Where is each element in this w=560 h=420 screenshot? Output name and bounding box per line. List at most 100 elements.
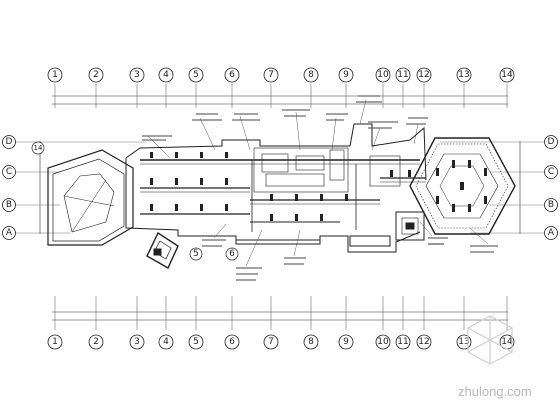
axis-bubble-top: 3 xyxy=(129,67,145,83)
svg-text:8: 8 xyxy=(308,337,314,347)
column-axis-bottom: 1 2 3 4 5 6 7 8 9 10 11 12 13 14 xyxy=(47,334,515,350)
svg-text:9: 9 xyxy=(343,70,349,80)
svg-text:8: 8 xyxy=(308,70,314,80)
axis-bubble-bottom: 4 xyxy=(158,334,174,350)
axis-bubble-inner: 6 xyxy=(225,247,239,261)
axis-bubble-bottom: 9 xyxy=(338,334,354,350)
hexagon-logo-icon xyxy=(467,315,513,365)
axis-bubble-bottom: 8 xyxy=(303,334,319,350)
axis-bubble-top: 7 xyxy=(263,67,279,83)
duct-network xyxy=(140,159,426,232)
axis-bubble-top: 10 xyxy=(375,67,391,83)
svg-text:12: 12 xyxy=(418,70,429,80)
axis-bubble-left: A xyxy=(2,226,16,240)
svg-text:7: 7 xyxy=(268,337,274,347)
svg-text:12: 12 xyxy=(418,337,429,347)
annotation-notes xyxy=(142,95,498,281)
axis-bubble-right: D xyxy=(544,135,558,149)
svg-text:1: 1 xyxy=(52,70,58,80)
column-axis-inner: 5 6 14 xyxy=(31,141,239,261)
svg-text:B: B xyxy=(6,200,12,210)
axis-bubble-bottom: 10 xyxy=(375,334,391,350)
central-mechanical-room xyxy=(253,147,401,193)
axis-bubble-right: B xyxy=(544,198,558,212)
svg-text:3: 3 xyxy=(134,70,140,80)
svg-text:5: 5 xyxy=(193,249,199,259)
svg-text:11: 11 xyxy=(397,70,408,80)
svg-text:D: D xyxy=(6,137,13,147)
axis-bubble-bottom: 7 xyxy=(263,334,279,350)
axis-bubble-top: 14 xyxy=(499,67,515,83)
row-axis-left: D C B A xyxy=(2,135,16,240)
svg-text:13: 13 xyxy=(458,337,469,347)
axis-bubble-top: 4 xyxy=(158,67,174,83)
axis-bubble-top: 12 xyxy=(416,67,432,83)
air-diffusers xyxy=(150,152,487,221)
svg-text:14: 14 xyxy=(501,337,513,347)
left-hexagon-room xyxy=(47,149,134,246)
axis-bubble-top: 13 xyxy=(456,67,472,83)
axis-bubble-bottom: 11 xyxy=(395,334,411,350)
svg-text:C: C xyxy=(6,167,12,177)
svg-text:6: 6 xyxy=(229,70,235,80)
svg-text:4: 4 xyxy=(163,337,169,347)
axis-bubble-right: C xyxy=(544,165,558,179)
right-hexagon-room xyxy=(409,137,516,235)
svg-text:9: 9 xyxy=(343,337,349,347)
svg-text:14: 14 xyxy=(34,144,43,152)
axis-bubble-bottom: 2 xyxy=(88,334,104,350)
svg-text:2: 2 xyxy=(93,70,99,80)
row-axis-right: D C B A xyxy=(544,135,558,240)
axis-bubble-bottom: 12 xyxy=(416,334,432,350)
svg-text:14: 14 xyxy=(501,70,513,80)
row-axis-lines xyxy=(14,141,546,234)
svg-text:A: A xyxy=(6,228,13,238)
axis-bubble-bottom: 5 xyxy=(188,334,204,350)
svg-text:C: C xyxy=(548,167,554,177)
axis-bubble-bottom: 13 xyxy=(456,334,472,350)
axis-bubble-left: D xyxy=(2,135,16,149)
axis-bubble-inner: 5 xyxy=(189,247,203,261)
axis-bubble-left: C xyxy=(2,165,16,179)
annotation-leaders xyxy=(147,99,489,267)
svg-text:13: 13 xyxy=(458,70,469,80)
svg-text:3: 3 xyxy=(134,337,140,347)
svg-text:5: 5 xyxy=(193,70,199,80)
svg-text:5: 5 xyxy=(193,337,199,347)
axis-bubble-bottom: 3 xyxy=(129,334,145,350)
axis-bubble-bottom: 1 xyxy=(47,334,63,350)
watermark: zhulong.com xyxy=(458,315,532,399)
small-room-block xyxy=(395,211,425,241)
svg-text:6: 6 xyxy=(229,249,235,259)
building-outline xyxy=(125,123,427,253)
axis-bubble-top: 9 xyxy=(338,67,354,83)
axis-bubble-top: 2 xyxy=(88,67,104,83)
svg-text:2: 2 xyxy=(93,337,99,347)
axis-bubble-top: 1 xyxy=(47,67,63,83)
svg-text:D: D xyxy=(548,137,555,147)
axis-bubble-top: 11 xyxy=(395,67,411,83)
svg-text:11: 11 xyxy=(397,337,408,347)
svg-text:10: 10 xyxy=(377,337,389,347)
axis-bubble-right: A xyxy=(544,226,558,240)
axis-bubble-bottom: 14 xyxy=(499,334,515,350)
axis-bubble-bottom: 6 xyxy=(224,334,240,350)
column-axis-top: 1 2 3 4 5 6 7 8 9 10 11 12 13 14 xyxy=(47,67,515,83)
svg-text:10: 10 xyxy=(377,70,389,80)
svg-text:A: A xyxy=(548,228,555,238)
svg-text:B: B xyxy=(548,200,554,210)
axis-bubble-top: 8 xyxy=(303,67,319,83)
column-axis-lines xyxy=(54,84,508,330)
svg-text:4: 4 xyxy=(163,70,169,80)
axis-bubble-top: 6 xyxy=(224,67,240,83)
svg-text:7: 7 xyxy=(268,70,274,80)
watermark-text: zhulong.com xyxy=(458,384,532,399)
svg-text:6: 6 xyxy=(229,337,235,347)
axis-bubble-left: B xyxy=(2,198,16,212)
axis-bubble-inner: 14 xyxy=(31,141,45,155)
svg-text:1: 1 xyxy=(52,337,58,347)
dimension-lines xyxy=(39,95,521,321)
rotated-square-block xyxy=(146,231,179,269)
axis-bubble-top: 5 xyxy=(188,67,204,83)
